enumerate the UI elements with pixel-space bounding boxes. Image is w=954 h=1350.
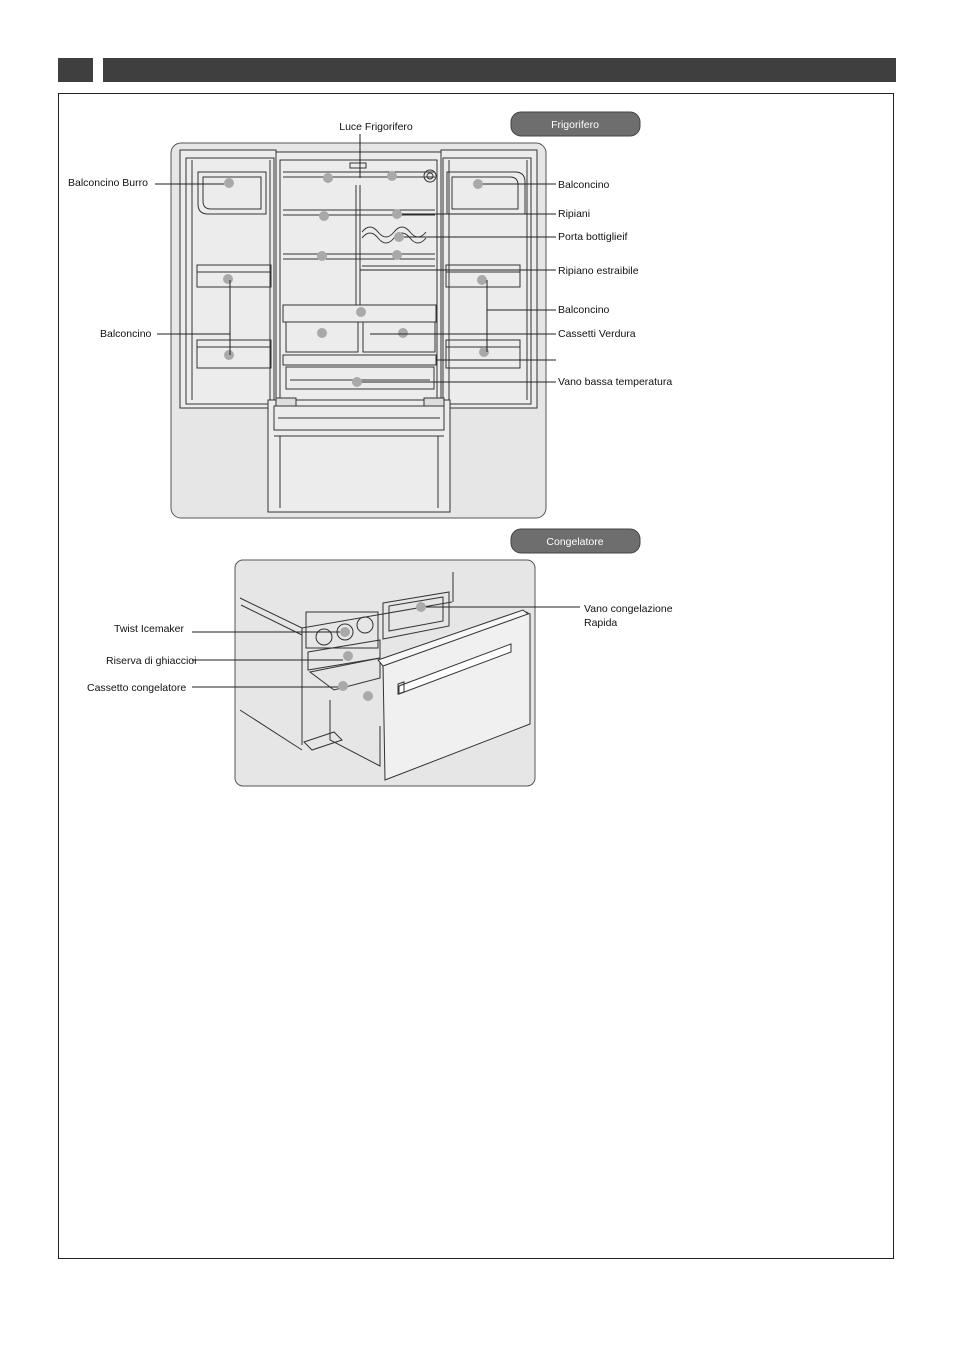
header-bar — [103, 58, 896, 82]
label-low-temp: Vano bassa temperatura — [558, 376, 672, 388]
label-door-bin-right-top: Balconcino — [558, 179, 610, 191]
freezer-badge: Congelatore — [510, 528, 641, 554]
svg-text:Congelatore: Congelatore — [546, 536, 603, 548]
label-icemaker: Twist Icemaker — [114, 623, 185, 635]
label-shelves: Ripiani — [558, 208, 590, 220]
label-bottle-rack: Porta bottiglieif — [558, 231, 628, 243]
label-freezer-drawer: Cassetto congelatore — [87, 682, 186, 694]
leader-lines — [155, 134, 580, 688]
svg-text:Frigorifero: Frigorifero — [551, 119, 599, 131]
label-pullout-shelf: Ripiano estraibile — [558, 265, 639, 277]
header-block-small — [58, 58, 93, 82]
label-quick-freeze-2: Rapida — [584, 617, 617, 629]
label-ice-bin: Riserva di ghiaccioi — [106, 655, 196, 667]
markers — [223, 171, 489, 701]
content-frame — [58, 93, 894, 1259]
label-door-bin-right-mid: Balconcino — [558, 304, 610, 316]
fridge-badge: Frigorifero — [510, 111, 641, 137]
label-quick-freeze-1: Vano congelazione — [584, 603, 673, 615]
label-veg-drawers: Cassetti Verdura — [558, 328, 636, 340]
label-door-bin-left: Balconcino — [100, 328, 152, 340]
label-butter-bin: Balconcino Burro — [68, 177, 148, 189]
label-fridge-light: Luce Frigorifero — [339, 121, 413, 133]
